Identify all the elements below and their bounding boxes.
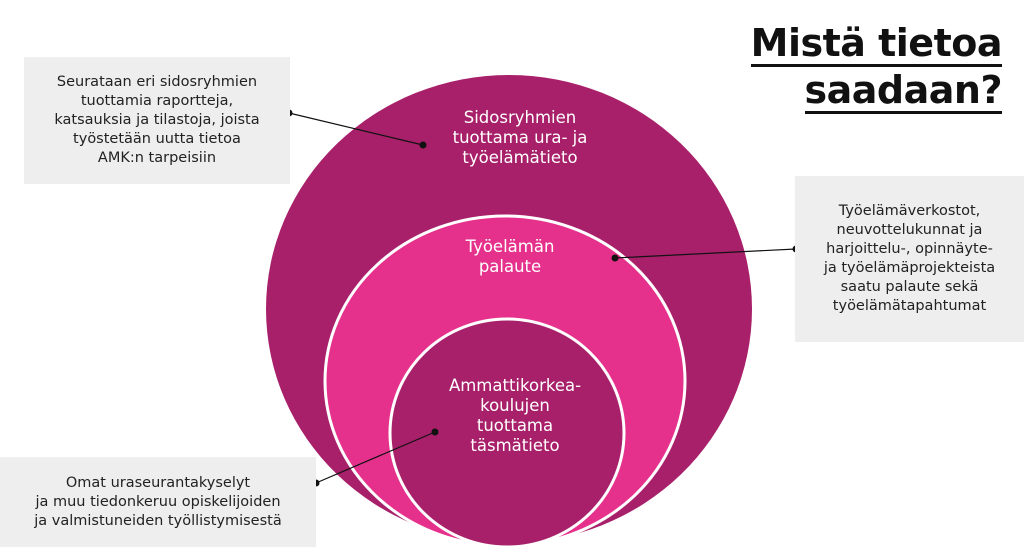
callout-line: AMK:n tarpeisiin xyxy=(97,150,217,166)
outer-ring-label: Sidosryhmien tuottama ura- ja työelämäti… xyxy=(420,108,620,168)
outer-ring-label-line: Sidosryhmien xyxy=(463,108,577,127)
callout-career-surveys: Omat uraseurantakyselyt ja muu tiedonker… xyxy=(0,457,316,547)
callout-line: saatu palaute sekä xyxy=(840,279,979,295)
middle-ring-label-line: palaute xyxy=(478,257,542,276)
inner-ring-label: Ammattikorkea- koulujen tuottama täsmäti… xyxy=(415,376,615,456)
connector-right xyxy=(614,248,797,259)
page-title-line-2: saadaan? xyxy=(804,68,1002,114)
callout-line: ja työelämäprojekteista xyxy=(823,260,996,276)
callout-stakeholder-info: Seurataan eri sidosryhmien tuottamia rap… xyxy=(24,57,290,184)
connector-top-left xyxy=(288,112,424,146)
callout-line: Seurataan eri sidosryhmien xyxy=(56,74,258,90)
outer-ring-label-line: tuottama ura- ja xyxy=(452,128,588,147)
callout-line: harjoittelu-, opinnäyte- xyxy=(826,241,993,257)
page-title-line-1: Mistä tietoa xyxy=(750,21,1003,67)
callout-line: työelämätapahtumat xyxy=(832,298,987,314)
inner-ring xyxy=(388,317,626,547)
connector-top-left-dot-end xyxy=(419,141,427,149)
outer-ring-label-line: työelämätieto xyxy=(462,148,578,167)
callout-working-life-feedback: Työelämäverkostot, neuvottelukunnat ja h… xyxy=(795,176,1024,342)
inner-ring-label-line: Ammattikorkea- xyxy=(448,376,582,395)
callout-line: katsauksia ja tilastoja, joista xyxy=(54,112,260,128)
callout-line: neuvottelukunnat ja xyxy=(836,222,983,238)
inner-ring-label-line: tuottama xyxy=(476,416,554,435)
callout-line: työstetään uutta tietoa xyxy=(73,131,241,147)
callout-line: Omat uraseurantakyselyt xyxy=(65,474,251,491)
callout-line: tuottamia raportteja, xyxy=(80,93,234,109)
inner-ring-label-line: täsmätieto xyxy=(470,436,560,455)
page-title: Mistä tietoa saadaan? xyxy=(750,20,1003,114)
callout-line: Työelämäverkostot, xyxy=(838,203,981,219)
middle-ring-label-line: Työelämän xyxy=(465,237,555,256)
connector-bottom-left xyxy=(315,431,436,484)
middle-ring-label: Työelämän palaute xyxy=(420,237,600,277)
callout-line: ja valmistuneiden työllistymisestä xyxy=(34,512,282,529)
connector-bottom-left-dot-end xyxy=(431,428,439,436)
connector-right-dot-start xyxy=(611,254,619,262)
callout-line: ja muu tiedonkeruu opiskelijoiden xyxy=(35,493,281,510)
inner-ring-label-line: koulujen xyxy=(480,396,550,415)
